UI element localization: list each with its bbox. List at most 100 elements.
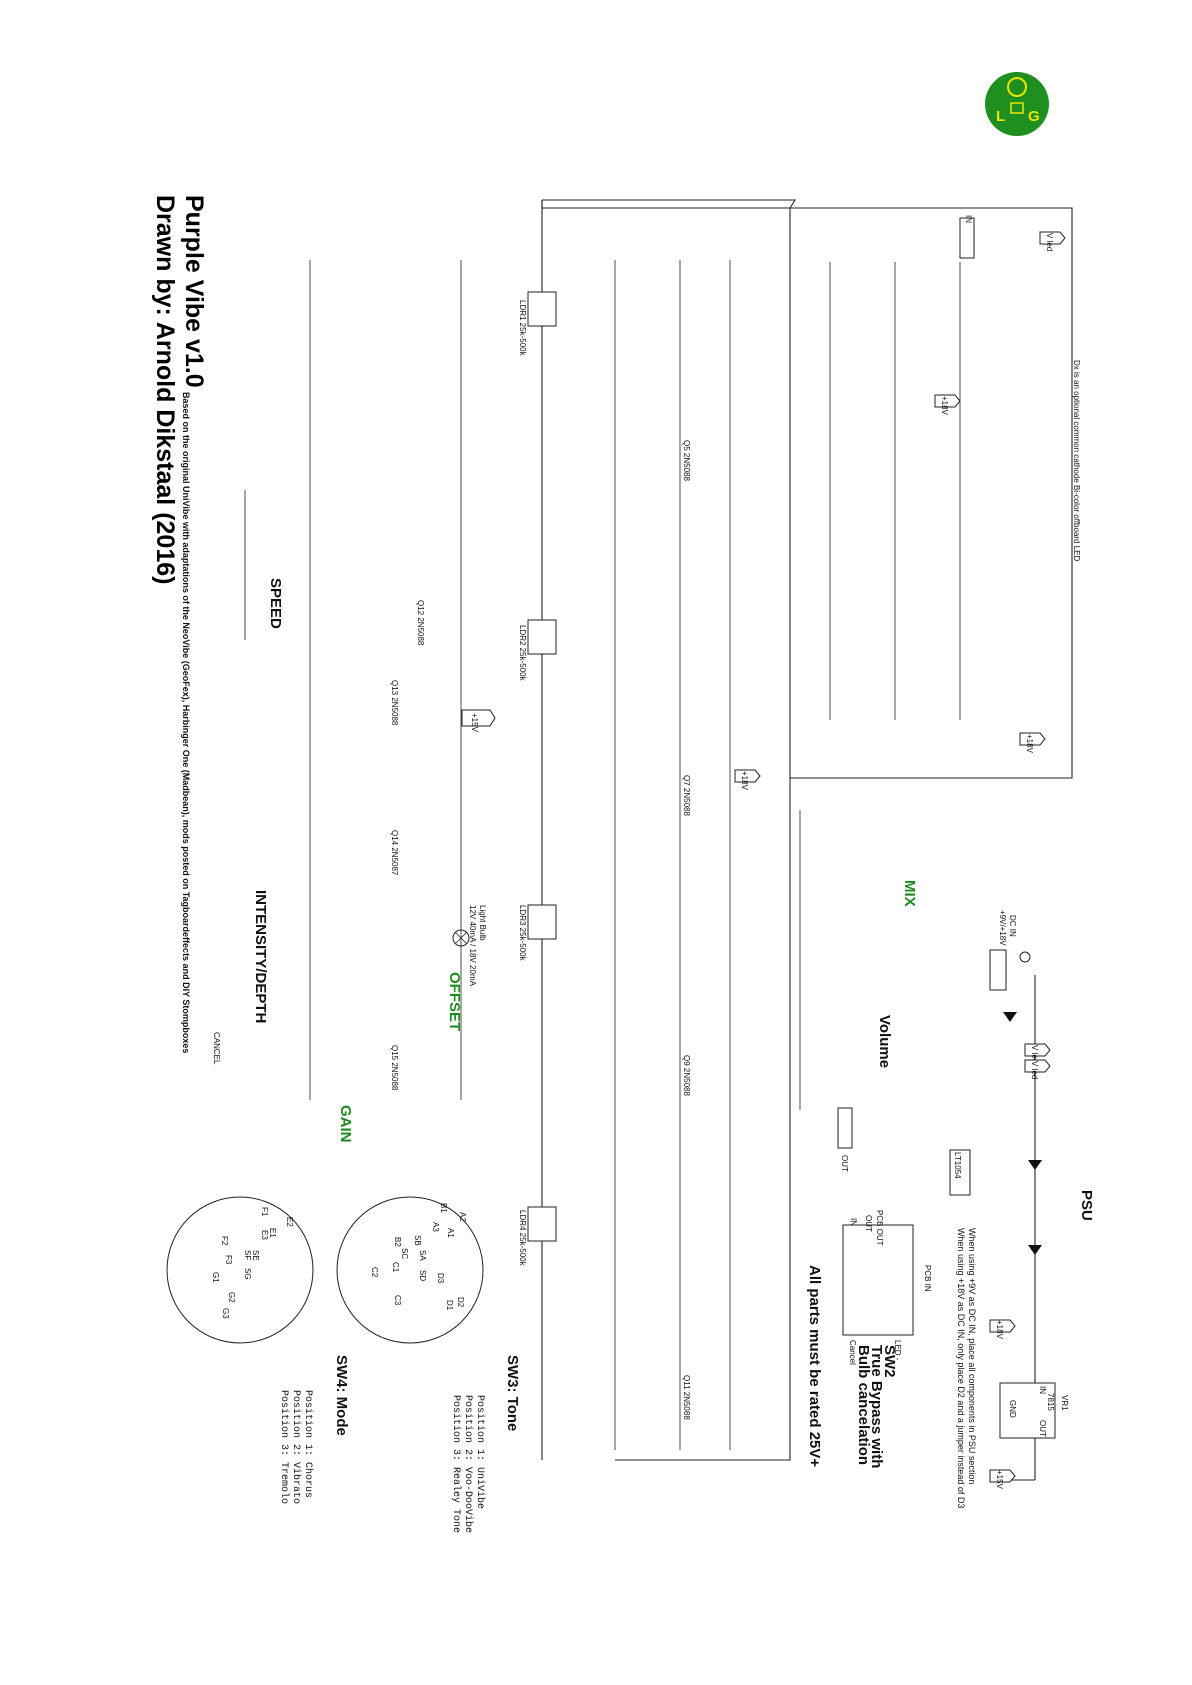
psu-section: PSU When using +9V as DC IN, place all c… <box>949 910 1095 1508</box>
sw4-pin-f1: F1 <box>260 1207 269 1217</box>
sw3-pin-c1: C1 <box>391 1262 400 1273</box>
sw4-pin-f2: F2 <box>220 1236 229 1246</box>
dc-jack[interactable] <box>989 949 1007 991</box>
ldr4 <box>527 1206 557 1242</box>
lfo-section: SPEED OFFSET GAIN INTENSITY/DEPTH CANCEL… <box>212 260 496 1143</box>
component-labels: Q5 2N5088 Q7 2N5088 Q9 2N5088 Q11 2N5088… <box>390 300 691 1420</box>
sw2-pin-cancel: Cancel <box>848 1340 857 1365</box>
sw3-pin-a2: A2 <box>458 1212 467 1222</box>
rail-18v-mid-label: +18V <box>740 771 749 791</box>
regulator-name: VR1 <box>1060 1395 1069 1411</box>
psu-title: PSU <box>1078 1190 1095 1221</box>
sw4-pin-se: SE <box>251 1250 260 1261</box>
sw3-pin-sb: SB <box>413 1235 422 1246</box>
sw2-pin-in: IN <box>849 1218 858 1226</box>
diode-d3 <box>1028 1245 1042 1255</box>
rail-15v-lfo <box>461 709 496 727</box>
sw3-position-1: Position 1: UniVibe <box>474 1395 486 1509</box>
sw4-pin-e2: E2 <box>285 1217 294 1227</box>
sw3-pin-d1: D1 <box>445 1300 454 1311</box>
rail-18v-right-label: +18V <box>1025 734 1034 754</box>
sw2-pin-pcb-in: PCB IN <box>923 1265 932 1292</box>
ldr4-label: LDR4 25k-500k <box>518 1210 527 1267</box>
lg-logo-icon: L G <box>985 72 1049 136</box>
sw2-pin-led: LED - <box>893 1340 902 1361</box>
regulator-out: OUT <box>1038 1420 1047 1437</box>
q13-label: Q13 2N5088 <box>390 680 399 726</box>
gain-label: GAIN <box>337 1105 354 1143</box>
q11-label: Q11 2N5088 <box>682 1375 691 1420</box>
sw3-pin-sc: SC <box>400 1248 409 1259</box>
sw2-body[interactable] <box>842 1224 914 1336</box>
rail-18v-input <box>934 394 961 408</box>
input-section: IN V led Dx is an optional common cathod… <box>829 215 1081 754</box>
intensity-label: INTENSITY/DEPTH <box>252 890 269 1023</box>
q7-label: Q7 2N5088 <box>682 775 691 816</box>
ldr3-label: LDR3 25k-500k <box>518 905 527 962</box>
q9-label: Q9 2N5088 <box>682 1055 691 1096</box>
regulator-gnd: GND <box>1008 1400 1017 1418</box>
sw2-footswitch[interactable]: PCB OUT OUT IN PCB IN Cancel LED - SW2 T… <box>806 1210 932 1468</box>
sw2-pin-out: OUT <box>864 1215 873 1232</box>
sw4-pin-sg: SG <box>243 1268 252 1280</box>
sw4-body[interactable] <box>166 1196 314 1344</box>
regulator-vr1 <box>999 1382 1056 1439</box>
sw3-pin-a1: A1 <box>446 1228 455 1238</box>
ldr2-label: LDR2 25k-500k <box>518 625 527 682</box>
rail-vled-1 <box>1024 1043 1051 1057</box>
sw3-rotary-switch[interactable]: SW3: Tone Position 1: UniVibe Position 2… <box>336 1196 521 1533</box>
sw3-pin-c3: C3 <box>393 1295 402 1306</box>
sw4-position-1: Position 1: Chorus <box>302 1390 314 1498</box>
offset-label: OFFSET <box>446 972 463 1031</box>
rail-vled-top-label: V led <box>1045 233 1054 251</box>
sw3-pin-d2: D2 <box>456 1297 465 1308</box>
light-bulb-spec: 12V 40mA / 18V 20mA <box>468 905 477 987</box>
cancel-label: CANCEL <box>212 1032 221 1065</box>
converter-label: LT1054 <box>953 1152 962 1179</box>
sw3-body[interactable] <box>336 1196 484 1344</box>
mix-label: MIX <box>901 880 918 907</box>
main-wiring <box>541 199 1073 1461</box>
rail-15v-lfo-label: +15V <box>470 713 479 733</box>
sw4-pin-e1: E1 <box>268 1228 277 1238</box>
mix-volume-section: MIX Volume OUT <box>799 810 918 1172</box>
sw3-position-2: Position 2: Voo-DooVibe <box>462 1395 474 1533</box>
input-jack[interactable] <box>959 217 975 259</box>
rail-15v-psu <box>989 1469 1016 1483</box>
sw2-desc-2: Bulb cancelation <box>855 1345 872 1465</box>
logo-letter-g: G <box>1028 108 1040 125</box>
sw4-pin-g3: G3 <box>221 1308 230 1319</box>
rail-15v-psu-label: +15V <box>995 1470 1004 1490</box>
sw3-pin-c2: C2 <box>370 1267 379 1278</box>
page-title: Purple Vibe v1.0 <box>180 195 208 388</box>
sw4-rotary-switch[interactable]: SW4: Mode Position 1: Chorus Position 2:… <box>166 1196 350 1504</box>
led-note: Dx is an optional common cathode Bi-colo… <box>1072 360 1081 562</box>
q15-label: Q15 2N5088 <box>390 1045 399 1091</box>
rating-note: All parts must be rated 25V+ <box>806 1265 823 1467</box>
sw4-pin-f3: F3 <box>224 1255 233 1265</box>
sw3-pin-a3: A3 <box>431 1222 440 1232</box>
speed-label: SPEED <box>267 578 284 629</box>
sw3-position-3: Position 3: Realey Tone <box>450 1395 462 1533</box>
ldr3 <box>527 904 557 940</box>
sw4-pin-g1: G1 <box>211 1272 220 1283</box>
sw3-pin-sd: SD <box>418 1270 427 1281</box>
q5-label: Q5 2N5088 <box>682 440 691 481</box>
output-jack[interactable] <box>837 1107 853 1149</box>
regulator-in: IN <box>1038 1386 1047 1394</box>
rail-18v-right <box>1019 732 1046 746</box>
ldr1-label: LDR1 25k-500k <box>518 300 527 357</box>
dc-range-label: +9V/+18V <box>998 910 1007 946</box>
sw3-title: SW3: Tone <box>504 1355 521 1431</box>
output-jack-label: OUT <box>840 1155 849 1172</box>
sw2-desc-1: True Bypass with <box>868 1345 885 1468</box>
diode-d1 <box>1003 1012 1017 1022</box>
phase-stages: +18V <box>527 260 761 1450</box>
volume-label: Volume <box>876 1015 893 1068</box>
sw4-position-3: Position 3: Tremolo <box>278 1390 290 1504</box>
sw3-pin-b2: B2 <box>393 1237 402 1247</box>
q14-label: Q14 2N5087 <box>390 830 399 876</box>
author-credit: Drawn by: Arnold Dikstaal (2016) <box>151 195 179 584</box>
rail-18v-psu-label: +18V <box>995 1320 1004 1340</box>
